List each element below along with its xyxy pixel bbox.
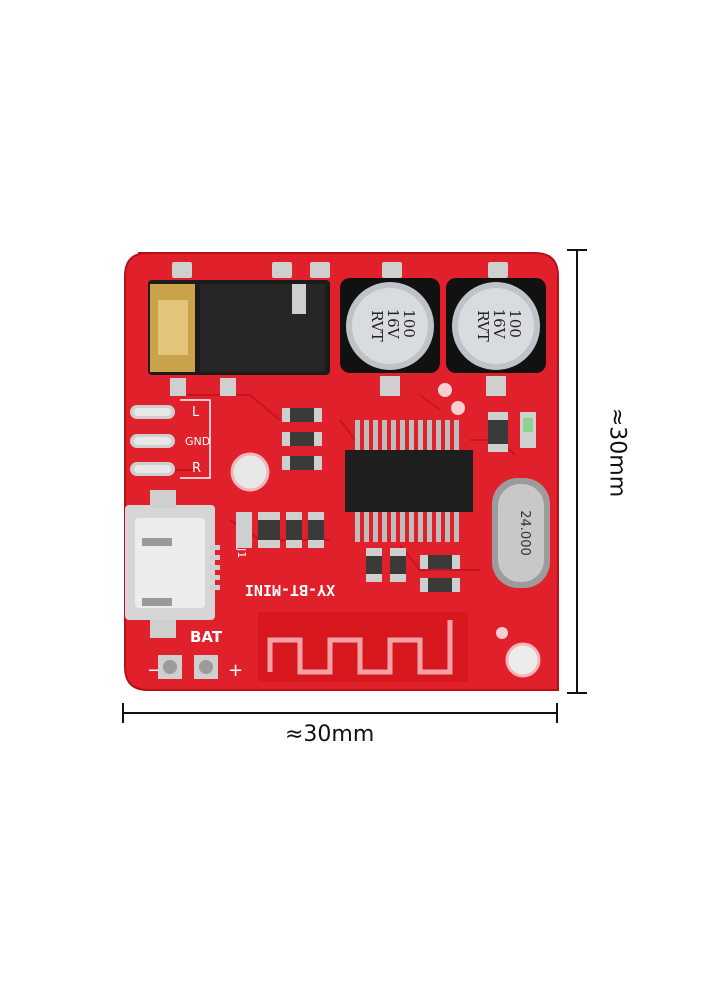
capacitor-2-voltage: 16V [490, 309, 508, 340]
model-silkscreen: XY-BT-MINI [245, 581, 335, 599]
capacitor-2: 100 16V RVT [446, 278, 546, 396]
via-right [496, 627, 508, 639]
crystal-oscillator: 24.000 [492, 478, 550, 588]
capacitor-1: 100 16V RVT [340, 278, 440, 396]
svg-text:100 16V RVT: 100 16V RVT [368, 309, 418, 344]
height-dimension-line [567, 249, 587, 694]
connector-ref-silkscreen: J1 [235, 547, 248, 558]
smd-components [236, 408, 536, 592]
capacitor-1-voltage: 16V [384, 309, 402, 340]
battery-plus-label: + [228, 660, 243, 681]
capacitor-2-brand: RVT [474, 310, 492, 342]
top-pads [172, 262, 508, 278]
battery-pads: − + [147, 655, 243, 681]
capacitor-1-value: 100 [400, 309, 418, 338]
height-dimension-label: ≈30mm [604, 407, 630, 498]
vias [438, 383, 465, 415]
pin-label-gnd: GND [185, 435, 210, 448]
width-dimension-label: ≈30mm [285, 722, 375, 747]
svg-text:100 16V RVT: 100 16V RVT [474, 309, 524, 344]
capacitor-1-brand: RVT [368, 310, 386, 342]
audio-output-pads [130, 405, 175, 476]
pin-label-l: L [192, 405, 200, 420]
pin-label-r: R [192, 461, 201, 476]
audio-pin-labels: L GND R [180, 399, 211, 479]
capacitor-2-value: 100 [506, 309, 524, 338]
mounting-hole-left [230, 452, 270, 492]
crystal-marking: 24.000 [517, 510, 532, 556]
battery-label: BAT [190, 628, 223, 646]
audio-jack [148, 280, 330, 396]
pcb-antenna [258, 612, 468, 682]
width-dimension-line [122, 703, 558, 723]
main-ic-chip [345, 420, 473, 542]
mounting-hole-right [505, 642, 541, 678]
micro-usb-port [125, 490, 220, 638]
